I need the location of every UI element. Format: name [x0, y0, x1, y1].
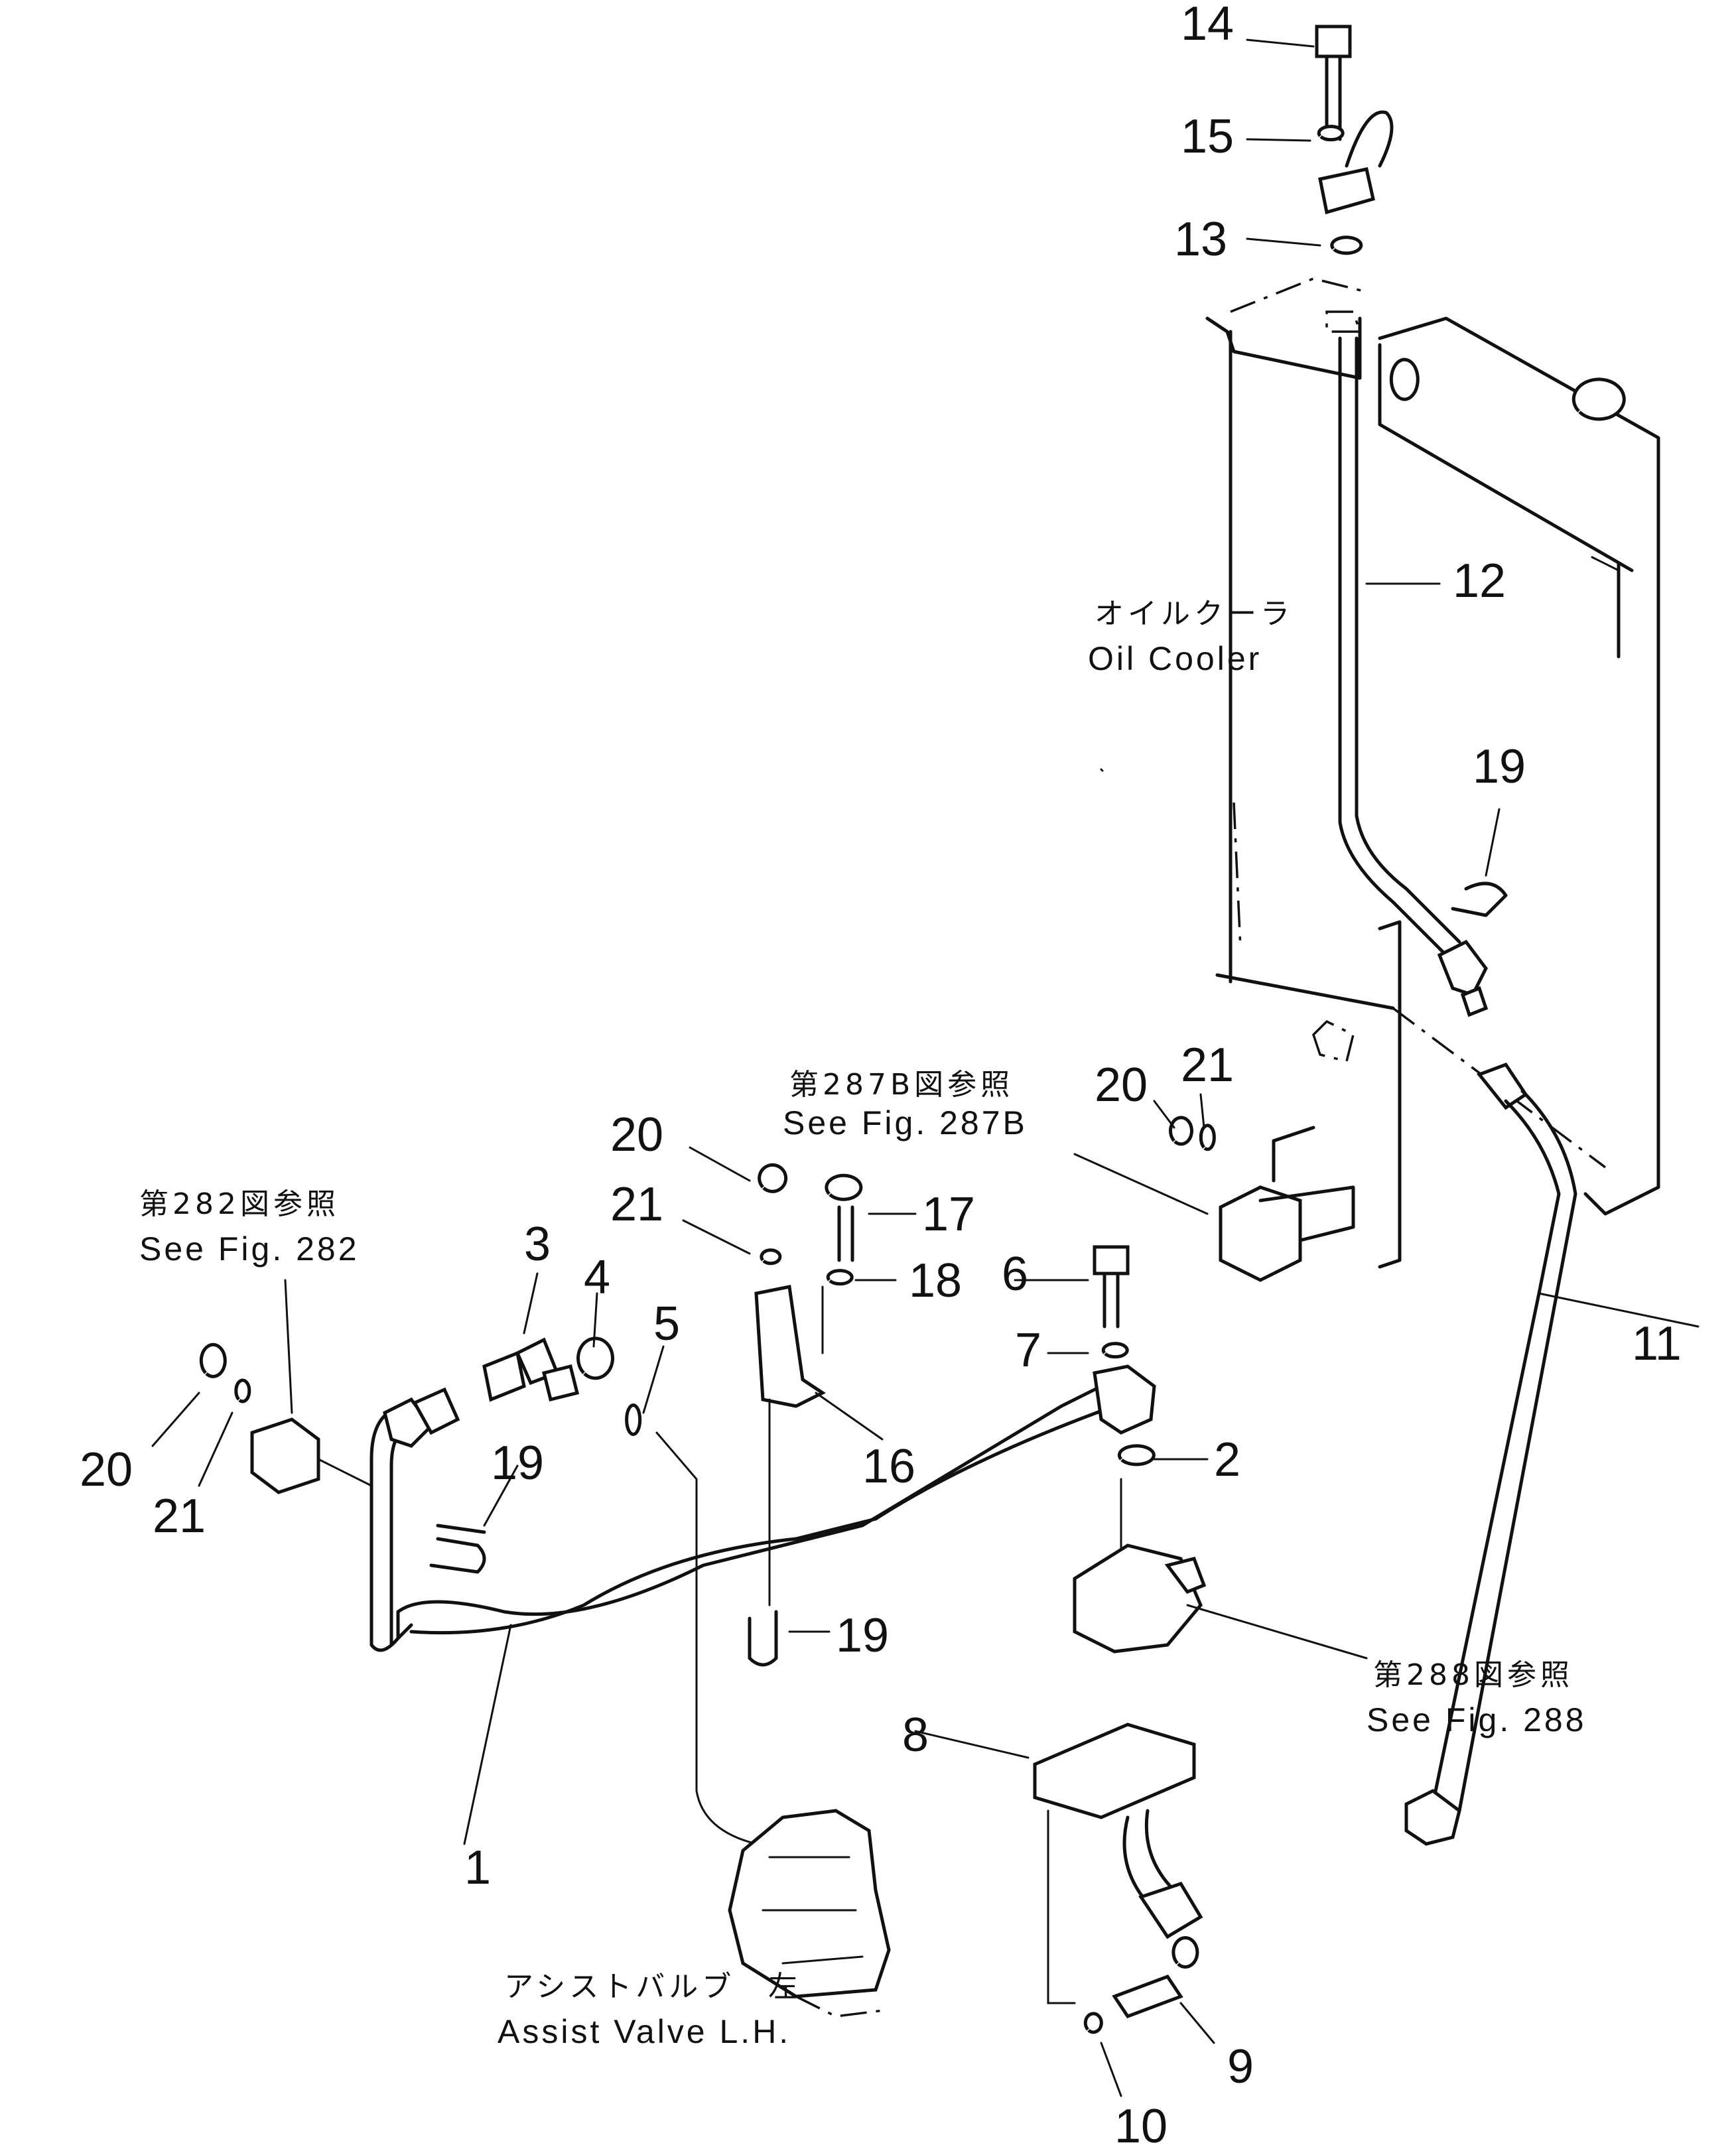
- callout-19a: 19: [491, 1437, 544, 1490]
- fig288-en: See Fig. 288: [1367, 1701, 1587, 1738]
- block-282: [151, 1279, 373, 1494]
- callout-10: 10: [1114, 2100, 1168, 2151]
- callout-11: 11: [1632, 1317, 1682, 1370]
- callout-3: 3: [524, 1218, 551, 1271]
- fig287b-en: See Fig. 287B: [783, 1104, 1028, 1141]
- callout-19c: 19: [1473, 740, 1526, 793]
- oil-cooler-jp: オイルクーラ: [1095, 597, 1294, 631]
- callout-16: 16: [862, 1440, 915, 1493]
- callout-21a: 21: [153, 1490, 206, 1543]
- callout-20c: 20: [1095, 1059, 1148, 1112]
- callout-5: 5: [653, 1297, 680, 1350]
- callout-20b: 20: [610, 1108, 663, 1161]
- assist-valve-jp: アシストバルブ 左: [504, 1970, 801, 2004]
- pipe-12: [1325, 310, 1489, 1017]
- oil-cooler-en: Oil Cooler: [1088, 640, 1262, 677]
- callout-7: 7: [1015, 1324, 1041, 1377]
- callout-1: 1: [464, 1841, 491, 1894]
- fig288-jp: 第288図参照: [1373, 1658, 1573, 1692]
- assist-valve-en: Assist Valve L.H.: [498, 2013, 791, 2050]
- callout-6: 6: [1002, 1248, 1028, 1301]
- callout-19b: 19: [836, 1609, 889, 1662]
- callout-12: 12: [1453, 554, 1506, 608]
- u-clips-19: [429, 808, 1508, 1667]
- fig282-en: See Fig. 282: [139, 1230, 360, 1268]
- valve-288: [1014, 1245, 1368, 1660]
- callout-20a: 20: [80, 1443, 133, 1496]
- reference-notes: オイルクーラ Oil Cooler 第287B図参照 See Fig. 287B…: [139, 597, 1587, 2050]
- oil-cooler: [1100, 277, 1660, 1269]
- top-bolt-group: [1246, 25, 1394, 255]
- callout-2: 2: [1214, 1433, 1240, 1486]
- bracket-8: [914, 1723, 1215, 2097]
- callout-8: 8: [902, 1709, 929, 1762]
- callout-15: 15: [1181, 110, 1234, 163]
- callout-9: 9: [1227, 2040, 1254, 2093]
- callout-labels: 1 2 3 4 5 6 7 8 9 10 11 12 13 14 15 16 1…: [80, 0, 1682, 2151]
- assist-valve-lh: [728, 1809, 891, 2018]
- elbow-3: [482, 1272, 758, 1845]
- callout-17: 17: [922, 1188, 975, 1241]
- callout-21c: 21: [1181, 1039, 1234, 1092]
- callout-18: 18: [909, 1254, 962, 1307]
- hose-11: [1404, 1062, 1700, 1846]
- callout-13: 13: [1174, 213, 1227, 266]
- callout-4: 4: [584, 1251, 610, 1304]
- bracket-16: [682, 1146, 917, 1606]
- pipe-1: [369, 1364, 1156, 1845]
- callout-14: 14: [1181, 0, 1234, 50]
- fig287b-jp: 第287B図参照: [789, 1068, 1014, 1102]
- fig282-jp: 第282図参照: [139, 1187, 340, 1221]
- bracket-287b: [1073, 1093, 1355, 1282]
- callout-21b: 21: [610, 1178, 663, 1231]
